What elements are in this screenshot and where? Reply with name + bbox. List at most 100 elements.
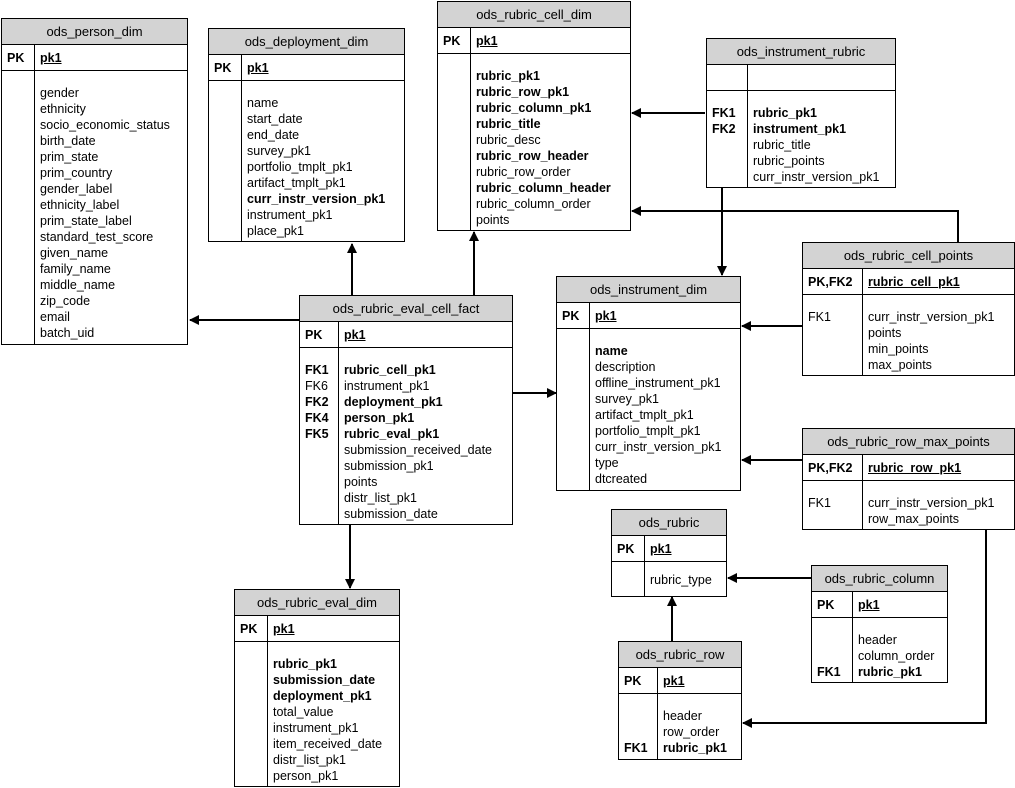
attribute: ethnicity bbox=[40, 102, 86, 116]
pk-field: rubric_row_pk1 bbox=[868, 461, 962, 475]
attribute: curr_instr_version_pk1 bbox=[868, 310, 995, 324]
attribute: rubric_pk1 bbox=[273, 657, 337, 671]
attribute: points bbox=[868, 326, 902, 340]
attribute: curr_instr_version_pk1 bbox=[595, 440, 722, 454]
attribute: points bbox=[476, 213, 510, 227]
attribute: survey_pk1 bbox=[247, 144, 311, 158]
column-divider bbox=[657, 667, 658, 759]
attribute: gender bbox=[40, 86, 79, 100]
attribute: curr_instr_version_pk1 bbox=[753, 170, 880, 184]
attribute: points bbox=[344, 475, 378, 489]
attribute: batch_uid bbox=[40, 326, 95, 340]
attribute: rubric_desc bbox=[476, 133, 541, 147]
column-divider bbox=[862, 454, 863, 529]
attribute: place_pk1 bbox=[247, 224, 304, 238]
attribute: gender_label bbox=[40, 182, 113, 196]
link-cell-points-to-cell bbox=[631, 206, 959, 242]
entity-title: ods_rubric_cell_points bbox=[803, 243, 1014, 269]
attribute: person_pk1 bbox=[273, 769, 339, 783]
attribute: rubric_row_pk1 bbox=[476, 85, 570, 99]
fk-label: FK1 bbox=[305, 363, 329, 377]
attribute: rubric_title bbox=[476, 117, 541, 131]
attribute: rubric_cell_pk1 bbox=[344, 363, 436, 377]
attribute: distr_list_pk1 bbox=[344, 491, 417, 505]
pk-label: PK bbox=[7, 51, 25, 65]
attribute: birth_date bbox=[40, 134, 96, 148]
link-row-max-to-row bbox=[742, 530, 987, 728]
attribute: start_date bbox=[247, 112, 303, 126]
pk-field: pk1 bbox=[595, 309, 617, 323]
attribute: min_points bbox=[868, 342, 929, 356]
fk-label: FK6 bbox=[305, 379, 328, 393]
attribute: submission_pk1 bbox=[344, 459, 434, 473]
attribute: rubric_type bbox=[650, 573, 712, 587]
attribute: rubric_column_header bbox=[476, 181, 611, 195]
entity-title: ods_rubric_eval_cell_fact bbox=[300, 296, 512, 322]
attribute: prim_country bbox=[40, 166, 113, 180]
attribute: family_name bbox=[40, 262, 111, 276]
pk-label: PK bbox=[305, 328, 323, 342]
pk-label: PK,FK2 bbox=[808, 275, 853, 289]
attribute: prim_state bbox=[40, 150, 99, 164]
attribute: rubric_column_pk1 bbox=[476, 101, 592, 115]
attribute: portfolio_tmplt_pk1 bbox=[595, 424, 701, 438]
column-divider bbox=[241, 54, 242, 241]
pk-field: rubric_cell_pk1 bbox=[868, 275, 960, 289]
fk-label: FK1 bbox=[712, 106, 736, 120]
attribute: deployment_pk1 bbox=[344, 395, 443, 409]
fk-label: FK4 bbox=[305, 411, 329, 425]
pk-field: pk1 bbox=[273, 622, 295, 636]
fk-label: FK1 bbox=[817, 665, 841, 679]
attribute: standard_test_score bbox=[40, 230, 154, 244]
column-divider bbox=[747, 64, 748, 187]
pk-field: pk1 bbox=[344, 328, 366, 342]
column-divider bbox=[862, 268, 863, 375]
attribute: rubric_column_order bbox=[476, 197, 591, 211]
attribute: submission_date bbox=[344, 507, 438, 521]
column-divider bbox=[470, 27, 471, 230]
attribute: name bbox=[247, 96, 279, 110]
attribute: instrument_pk1 bbox=[247, 208, 333, 222]
attribute: row_order bbox=[663, 725, 720, 739]
attribute: submission_date bbox=[273, 673, 376, 687]
entity-title: ods_rubric_eval_dim bbox=[235, 590, 399, 616]
entity-title: ods_rubric bbox=[612, 510, 726, 536]
column-divider bbox=[34, 44, 35, 344]
column-divider bbox=[338, 321, 339, 524]
attribute: zip_code bbox=[40, 294, 91, 308]
fk-label: FK5 bbox=[305, 427, 329, 441]
attribute: rubric_title bbox=[753, 138, 811, 152]
pk-field: pk1 bbox=[476, 34, 498, 48]
attribute: header bbox=[663, 709, 702, 723]
attribute: item_received_date bbox=[273, 737, 383, 751]
entity-title: ods_rubric_cell_dim bbox=[438, 2, 630, 28]
attribute: type bbox=[595, 456, 619, 470]
attribute: instrument_pk1 bbox=[753, 122, 847, 136]
attribute: deployment_pk1 bbox=[273, 689, 372, 703]
attribute: rubric_pk1 bbox=[858, 665, 922, 679]
pk-field: pk1 bbox=[650, 542, 672, 556]
entity-title: ods_rubric_row_max_points bbox=[803, 429, 1014, 455]
attribute: instrument_pk1 bbox=[273, 721, 359, 735]
attribute: rubric_pk1 bbox=[663, 741, 727, 755]
attribute: instrument_pk1 bbox=[344, 379, 430, 393]
attribute: middle_name bbox=[40, 278, 116, 292]
attribute: max_points bbox=[868, 358, 932, 372]
attribute: email bbox=[40, 310, 70, 324]
attribute: curr_instr_version_pk1 bbox=[247, 192, 386, 206]
pk-label: PK bbox=[214, 61, 232, 75]
attribute: survey_pk1 bbox=[595, 392, 659, 406]
pk-field: pk1 bbox=[858, 598, 880, 612]
